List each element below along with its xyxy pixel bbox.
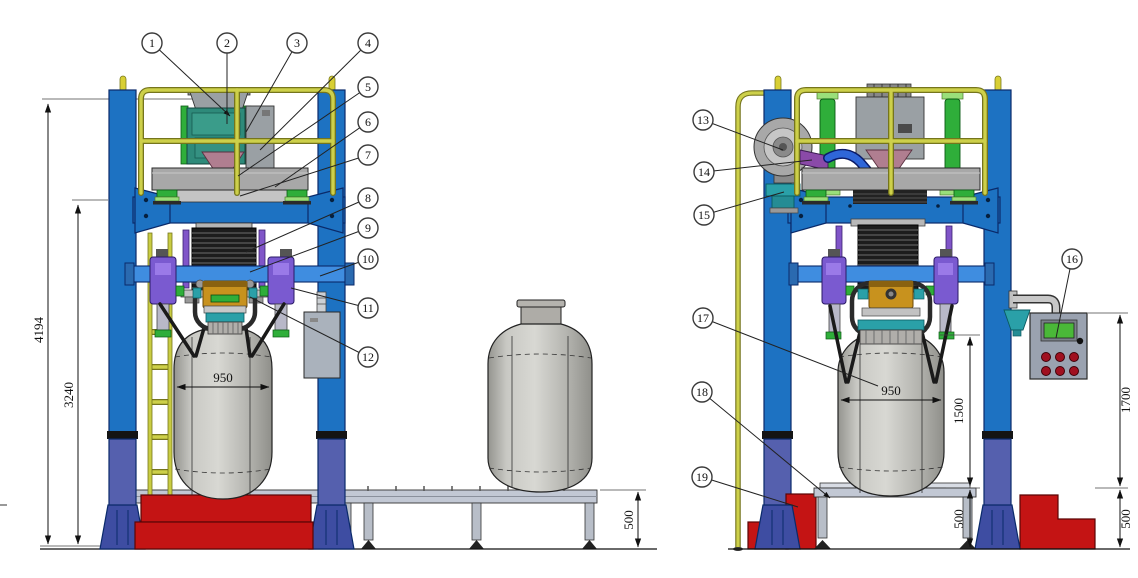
svg-text:16: 16 — [1066, 252, 1078, 266]
dim-label-4194: 4194 — [31, 317, 46, 344]
dim-label-1500: 1500 — [951, 398, 966, 424]
svg-text:19: 19 — [696, 470, 708, 484]
dimension-table-height: 500 — [951, 489, 974, 548]
callout-9: 9 — [249, 217, 379, 273]
callout-5: 5 — [237, 76, 379, 177]
electrical-box — [303, 291, 341, 379]
callout-6: 6 — [274, 111, 379, 188]
svg-text:9: 9 — [365, 221, 371, 235]
panel-key-switch — [1076, 337, 1084, 345]
svg-text:11: 11 — [362, 301, 374, 315]
inflatable-collar — [205, 312, 245, 323]
dimension-bag-width: 950 — [176, 370, 270, 391]
callout-11: 11 — [290, 287, 379, 319]
guide-rod — [182, 229, 190, 289]
dim-label-3240: 3240 — [61, 382, 76, 408]
pallet-base — [134, 494, 314, 550]
weigh-platform — [151, 167, 311, 205]
callout-12: 12 — [249, 296, 379, 368]
svg-text:17: 17 — [697, 311, 709, 325]
svg-text:3: 3 — [294, 36, 300, 50]
dim-label-500-base: 500 — [1118, 509, 1133, 529]
side-bag-clamp-right — [925, 249, 959, 340]
control-panel — [1003, 290, 1088, 380]
side-filling-bag: 950 — [837, 333, 945, 497]
side-platform-railing — [794, 87, 988, 196]
side-filling-head — [828, 280, 954, 384]
svg-text:8: 8 — [365, 191, 371, 205]
dimension-side-bag-width: 950 — [840, 383, 942, 404]
callout-1: 1 — [141, 32, 231, 117]
svg-text:13: 13 — [697, 113, 709, 127]
svg-text:18: 18 — [696, 385, 708, 399]
svg-text:1: 1 — [149, 36, 155, 50]
dim-label-500-table: 500 — [951, 509, 966, 529]
filling-bag: 950 — [173, 329, 273, 500]
callout-4: 4 — [259, 32, 379, 151]
inflatable-collar — [857, 319, 925, 331]
dimension-conveyor-height: 500 — [600, 489, 646, 548]
svg-text:4: 4 — [365, 36, 371, 50]
sample-funnel — [1003, 309, 1031, 331]
svg-text:5: 5 — [365, 80, 371, 94]
fan-bracket — [765, 183, 801, 214]
base-block-right — [1019, 494, 1096, 550]
callout-7: 7 — [239, 144, 379, 197]
bag-neck — [207, 321, 243, 335]
filled-bag-on-conveyor — [487, 299, 593, 493]
svg-text:2: 2 — [224, 36, 230, 50]
dim-label-950-front: 950 — [213, 370, 233, 385]
callout-2: 2 — [216, 32, 238, 124]
svg-text:7: 7 — [365, 148, 371, 162]
dimension-bag-height: 1500 — [940, 334, 980, 489]
panel-buttons — [1041, 352, 1079, 376]
side-machine-head — [753, 83, 981, 214]
callout-15: 15 — [693, 191, 785, 226]
dim-label-1700: 1700 — [1118, 387, 1133, 413]
platform-railing — [138, 87, 336, 196]
callout-18: 18 — [691, 381, 831, 499]
svg-text:12: 12 — [362, 350, 374, 364]
svg-text:15: 15 — [698, 208, 710, 222]
front-view: 4194 3240 500 — [0, 32, 657, 550]
dimension-panel-height: 1700 — [1088, 312, 1133, 489]
side-bag-clamp-left — [821, 249, 855, 340]
dim-label-500-front: 500 — [621, 510, 636, 530]
callout-3: 3 — [245, 32, 308, 133]
dimension-total-height: 4194 — [31, 98, 198, 547]
svg-text:6: 6 — [365, 115, 371, 129]
filling-head — [158, 279, 286, 358]
callout-17: 17 — [692, 307, 879, 387]
blower-fan — [753, 117, 813, 177]
callout-8: 8 — [245, 187, 379, 253]
callout-14: 14 — [693, 159, 813, 183]
dimension-base-height: 500 — [1116, 489, 1133, 548]
svg-text:14: 14 — [698, 165, 710, 179]
callout-13: 13 — [692, 109, 784, 151]
dimension-frame-height: 3240 — [61, 199, 108, 545]
bag-clamp-left — [149, 249, 185, 338]
bag-neck — [859, 329, 923, 345]
svg-text:10: 10 — [362, 252, 374, 266]
callout-19: 19 — [691, 466, 799, 508]
callout-10: 10 — [319, 248, 379, 277]
dim-label-950-side: 950 — [881, 383, 901, 398]
callout-16: 16 — [1055, 248, 1083, 339]
side-view: 950 — [691, 75, 1133, 551]
